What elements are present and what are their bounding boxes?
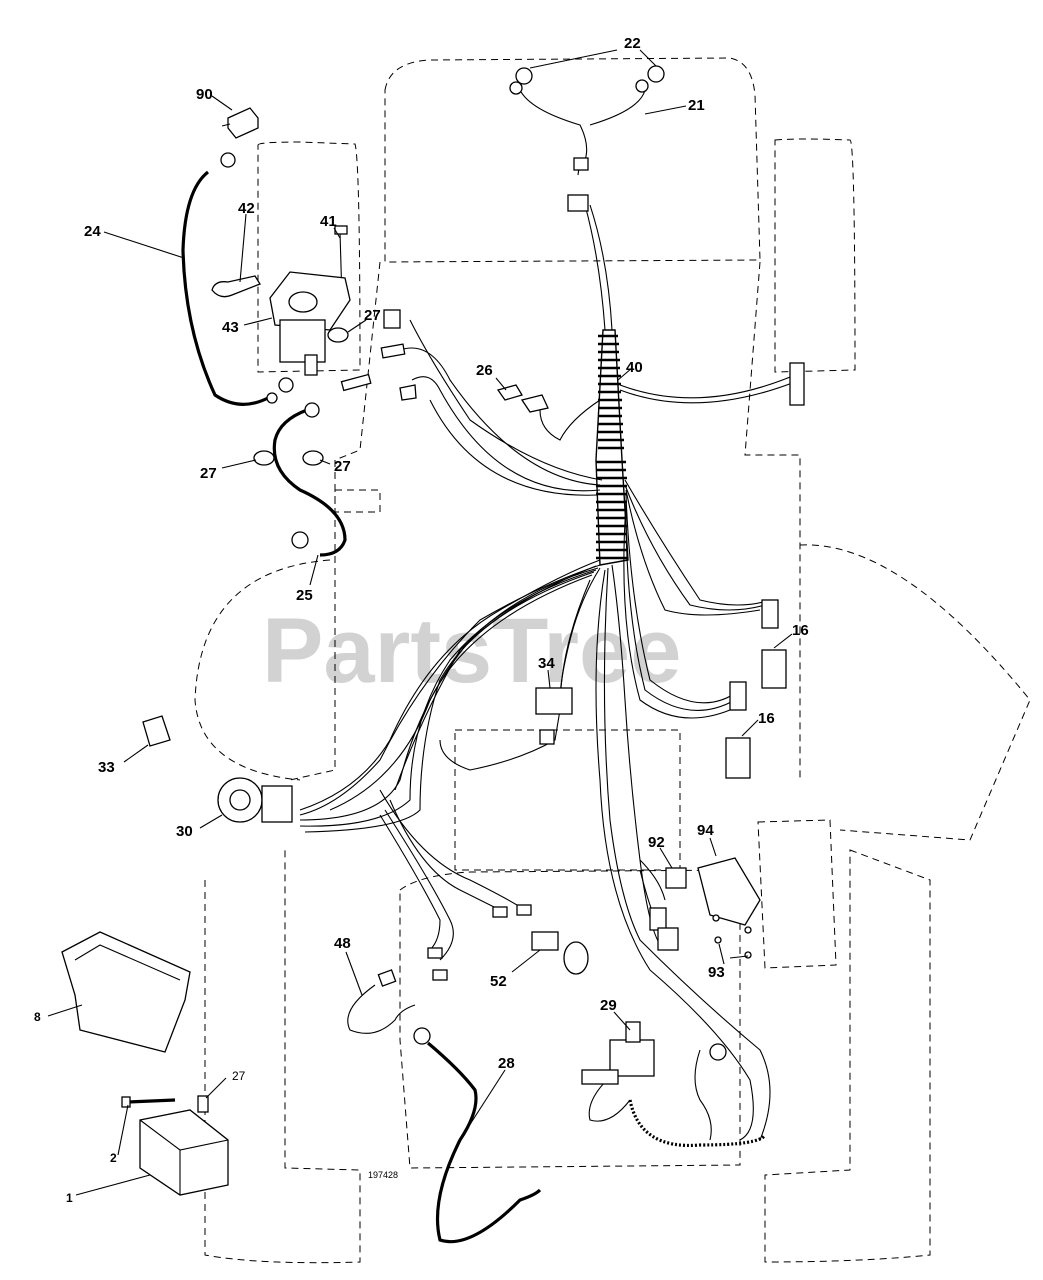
callout-27: 27 <box>364 307 381 324</box>
part-27-washer <box>302 450 324 466</box>
part-1-battery <box>139 1109 229 1196</box>
callout-22: 22 <box>624 35 641 52</box>
callout-8: 8 <box>34 1010 41 1024</box>
callout-27: 27 <box>232 1069 246 1083</box>
callout-2: 2 <box>110 1151 117 1165</box>
callout-27: 27 <box>200 465 217 482</box>
part-26-connector <box>496 384 523 401</box>
part-22-headlight <box>647 65 665 83</box>
part-48-sensor <box>347 984 416 1034</box>
callout-41: 41 <box>320 213 337 230</box>
part-90-connector <box>227 107 259 139</box>
leader-lines <box>47 49 793 1196</box>
part-33-relay <box>142 715 171 747</box>
callout-16: 16 <box>758 710 775 727</box>
wire-harness-loom <box>595 329 629 566</box>
part-16-switch <box>725 737 751 779</box>
callout-16: 16 <box>792 622 809 639</box>
parts <box>61 65 805 1196</box>
part-93-screw <box>714 936 722 944</box>
callout-43: 43 <box>222 319 239 336</box>
part-8-battery-box <box>61 931 191 1053</box>
callout-33: 33 <box>98 759 115 776</box>
callout-28: 28 <box>498 1055 515 1072</box>
callout-labels: 90 24 42 41 43 27 27 27 27 25 33 30 22 2… <box>34 35 809 1205</box>
callout-1: 1 <box>66 1191 73 1205</box>
part-92-connector <box>665 867 687 889</box>
callout-24: 24 <box>84 223 101 240</box>
chassis-outline <box>194 57 1031 1264</box>
part-27-washer <box>253 450 275 466</box>
callout-94: 94 <box>697 822 714 839</box>
callout-34: 34 <box>538 655 555 672</box>
part-2-bolt <box>127 1098 176 1104</box>
part-34-switch <box>535 687 573 715</box>
callout-25: 25 <box>296 587 313 604</box>
watermark: PartsTree <box>262 600 681 702</box>
part-94-switch <box>697 857 761 926</box>
callout-48: 48 <box>334 935 351 952</box>
part-27-washer <box>327 327 349 343</box>
callout-21: 21 <box>688 97 705 114</box>
harness-wires <box>299 89 801 1141</box>
callout-92: 92 <box>648 834 665 851</box>
callout-27: 27 <box>334 458 351 475</box>
part-22-headlight <box>515 67 533 85</box>
drawing-number: 197428 <box>368 1170 398 1180</box>
callout-42: 42 <box>238 200 255 217</box>
heavy-cables <box>181 170 767 1244</box>
part-25-terminal <box>291 531 309 549</box>
callout-30: 30 <box>176 823 193 840</box>
callout-29: 29 <box>600 997 617 1014</box>
callout-52: 52 <box>490 973 507 990</box>
part-52-lamp <box>531 931 559 951</box>
part-42-bolt <box>211 275 261 298</box>
part-16-switch <box>761 649 787 689</box>
callout-93: 93 <box>708 964 725 981</box>
callout-90: 90 <box>196 86 213 103</box>
callout-26: 26 <box>476 362 493 379</box>
part-24-terminal <box>220 152 236 168</box>
callout-40: 40 <box>626 359 643 376</box>
